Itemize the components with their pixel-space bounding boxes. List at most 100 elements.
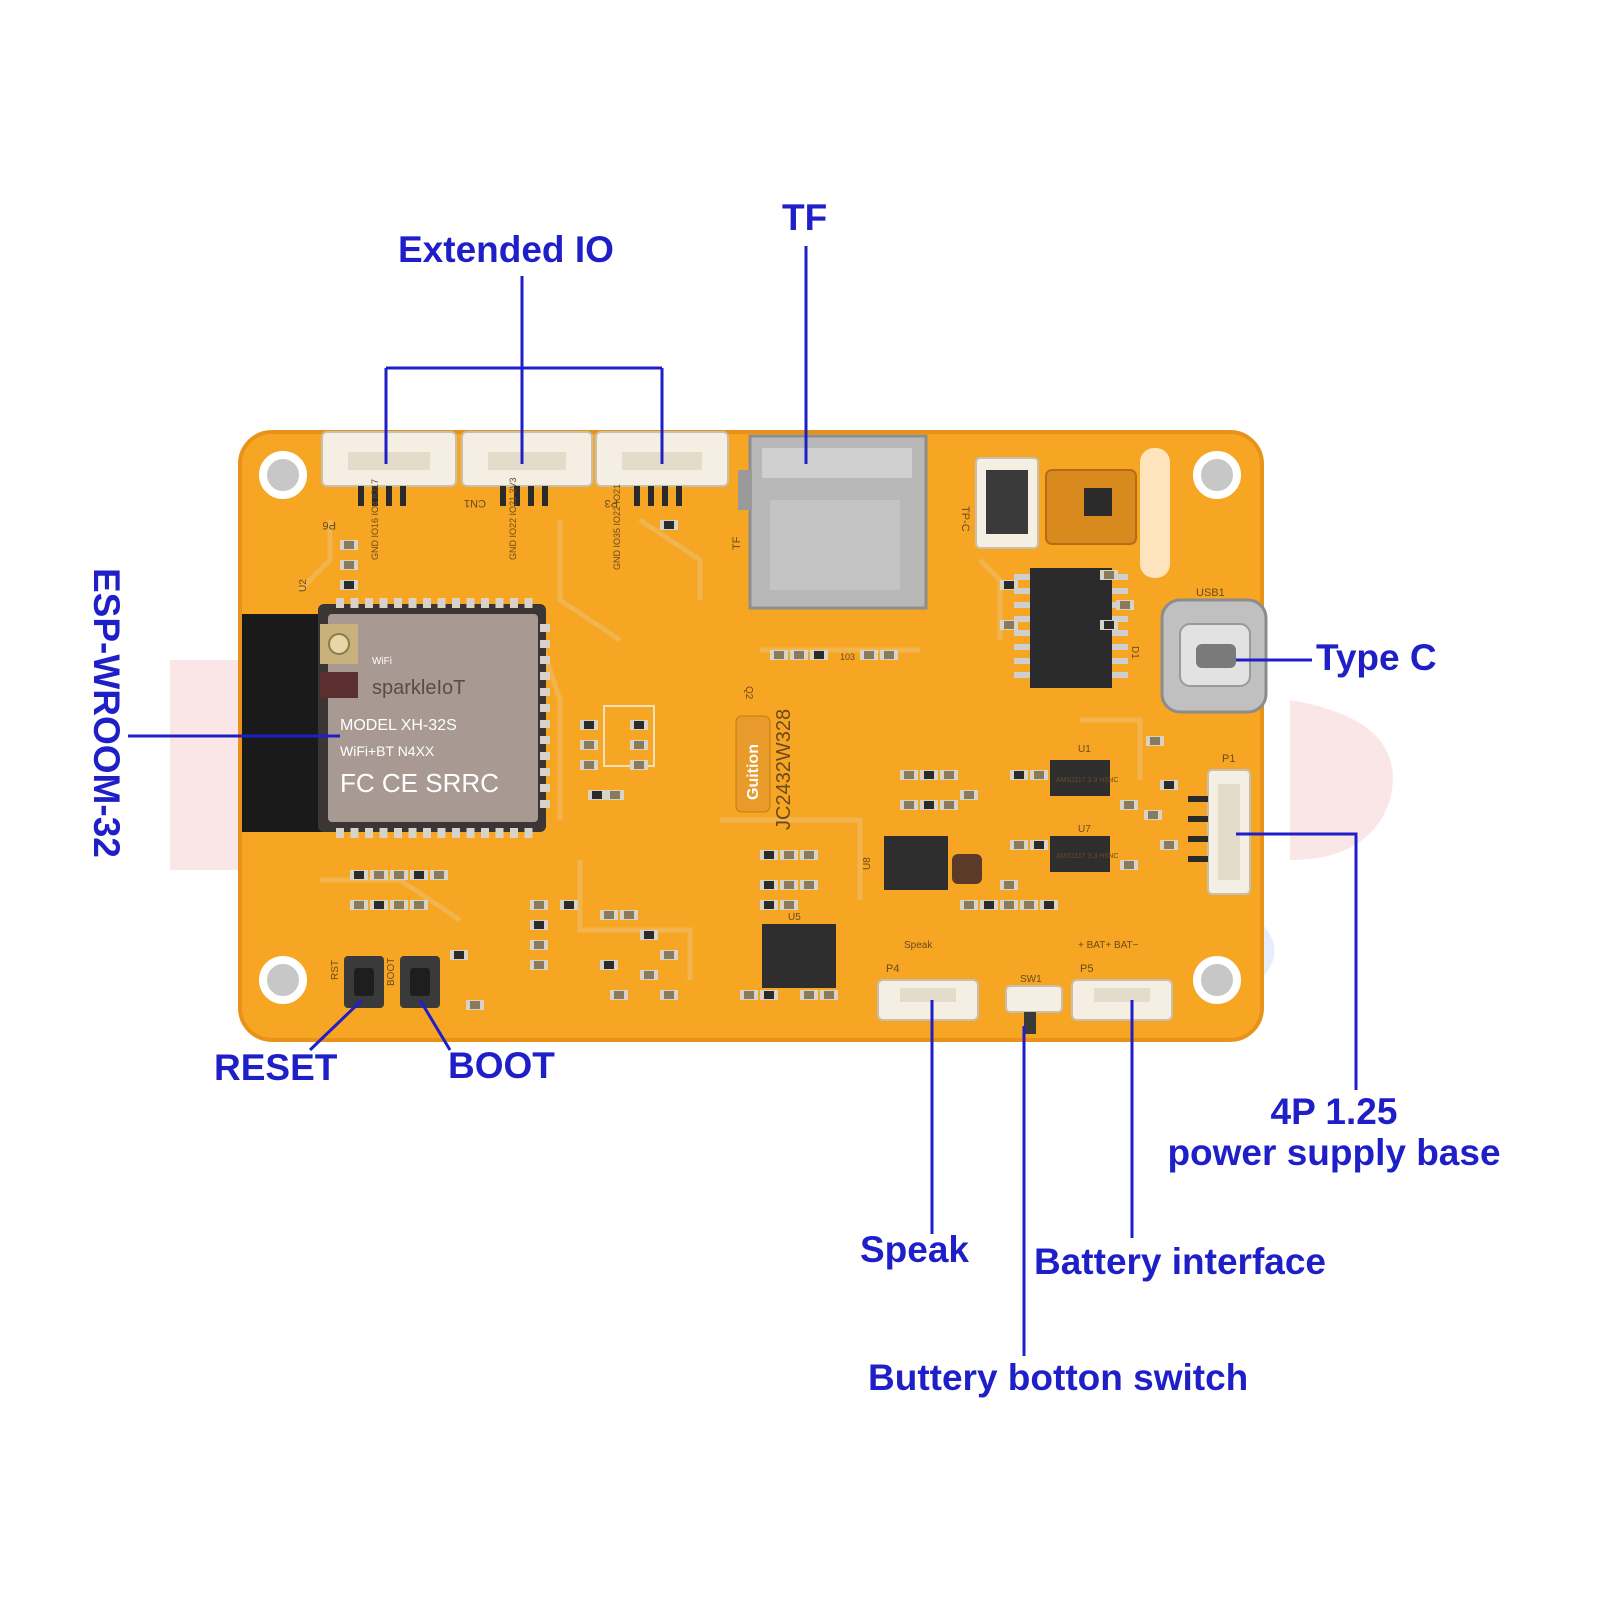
smd-part	[760, 900, 778, 910]
chip-pin	[1014, 588, 1030, 594]
module-pin	[423, 598, 431, 608]
smd-part	[350, 900, 368, 910]
module-pin	[495, 828, 504, 838]
smd-body	[534, 901, 544, 909]
esp-module-pins	[336, 598, 550, 838]
smd-body	[634, 741, 644, 749]
module-pin	[408, 828, 417, 838]
leader-power-supply	[1236, 832, 1358, 1090]
smd-part	[660, 990, 678, 1000]
smd-part	[820, 990, 838, 1000]
module-wifi: WiFi+BT N4XX	[340, 743, 435, 759]
smd-body	[744, 991, 754, 999]
smd-part	[800, 850, 818, 860]
smd-part	[940, 770, 958, 780]
smd-part	[1100, 570, 1118, 580]
label-tf: TF	[782, 197, 828, 238]
smd-part	[530, 960, 548, 970]
qr-box	[603, 705, 655, 767]
silk-q2: Q2	[743, 686, 754, 700]
smd-part	[580, 760, 598, 770]
smd-part	[1160, 780, 1178, 790]
chip-ams1117-1	[1050, 760, 1110, 796]
smd-body	[784, 851, 794, 859]
chip-pin	[1112, 574, 1128, 580]
module-pin	[394, 828, 402, 838]
module-pin	[540, 704, 550, 712]
smd-part	[640, 970, 658, 980]
silk-u2: U2	[298, 579, 309, 592]
smd-part	[530, 940, 548, 950]
smd-part	[560, 900, 578, 910]
smd-body	[1004, 881, 1014, 889]
inductor-l	[952, 854, 982, 884]
smd-part	[940, 800, 958, 810]
silk-boot: BOOT	[386, 958, 397, 986]
chip-pin	[1014, 672, 1030, 678]
smd-body	[764, 881, 774, 889]
mounting-holes	[259, 451, 1241, 1004]
silkscreen-text: P6 CN1 P3 GND IO16 IO4 IO17 GND IO22 IO2…	[298, 477, 1235, 986]
silk-ams1: AMS1117 3.3 H5NC	[1056, 777, 1118, 784]
module-pin	[437, 598, 446, 608]
label-battery-switch: Buttery botton switch	[868, 1357, 1249, 1398]
module-pin	[540, 784, 550, 792]
smd-body	[614, 991, 624, 999]
smd-body	[1124, 861, 1134, 869]
chip-pin	[1112, 644, 1128, 650]
smd-body	[784, 881, 794, 889]
smd-part	[1144, 810, 1162, 820]
smd-body	[344, 541, 354, 549]
smd-body	[644, 931, 654, 939]
smd-part	[660, 520, 678, 530]
smd-body	[944, 771, 954, 779]
smd-body	[374, 901, 384, 909]
smd-part	[530, 920, 548, 930]
smd-part	[630, 760, 648, 770]
smd-part	[740, 990, 758, 1000]
connector-p1	[1188, 769, 1251, 895]
smd-part	[790, 650, 808, 660]
silk-bat: + BAT+ BAT−	[1078, 940, 1139, 951]
smd-part	[1000, 900, 1018, 910]
module-pin	[540, 800, 550, 808]
smd-body	[634, 721, 644, 729]
smd-body	[964, 901, 974, 909]
leader-reset	[308, 998, 364, 1052]
smd-body	[414, 871, 424, 879]
smd-part	[780, 880, 798, 890]
leader-lines	[128, 246, 1358, 1356]
smd-part	[600, 910, 618, 920]
smd-part	[900, 800, 918, 810]
chip-pin	[1112, 588, 1128, 594]
smd-part	[980, 900, 998, 910]
module-pin	[540, 752, 550, 760]
smd-body	[1164, 781, 1174, 789]
silk-p6: P6	[323, 519, 336, 531]
smd-part	[800, 880, 818, 890]
smd-body	[884, 651, 894, 659]
smd-body	[604, 911, 614, 919]
label-power-supply-line1: 4P 1.25	[1270, 1091, 1398, 1132]
smd-part	[770, 650, 788, 660]
chip-pin	[1014, 658, 1030, 664]
smd-part	[620, 910, 638, 920]
smd-part	[1000, 880, 1018, 890]
side-slot	[1140, 448, 1170, 578]
module-pin	[437, 828, 446, 838]
silk-r103: 103	[840, 652, 855, 662]
smd-body	[804, 851, 814, 859]
smd-part	[390, 900, 408, 910]
label-extended-io: Extended IO	[398, 229, 614, 270]
module-pin	[408, 598, 417, 608]
touch-sensor	[1045, 469, 1137, 545]
smd-part	[1010, 770, 1028, 780]
esp-module	[242, 604, 546, 832]
module-pin	[452, 828, 460, 838]
smd-body	[592, 791, 602, 799]
smd-part	[1010, 840, 1028, 850]
smd-body	[1150, 737, 1160, 745]
smd-part	[340, 560, 358, 570]
smd-part	[1146, 736, 1164, 746]
